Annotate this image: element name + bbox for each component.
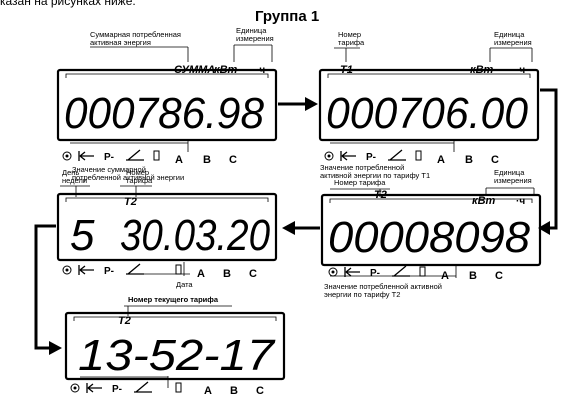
t1-badge: T1 [340,64,353,76]
kw-badge: кВт [214,64,238,76]
unit-annotation: Единица измерения [494,30,532,47]
tariff-annotation: Номер тарифа [126,168,153,185]
display-value: 000786.98 [64,89,264,138]
arrow-connector [36,226,56,348]
svg-text:P-: P- [104,152,114,163]
svg-text:P-: P- [112,384,122,395]
svg-text:B: B [203,154,211,166]
svg-text:A: A [441,270,449,282]
svg-text:P-: P- [366,152,376,163]
date-value: 30.03.20 [120,211,270,260]
kw-badge: кВт [472,195,496,207]
h-badge: ·ч [516,196,525,207]
display-value: 000706.00 [326,89,529,138]
svg-text:A: A [197,268,205,280]
h-badge: ·ч [516,65,525,76]
svg-text:C: C [249,268,257,280]
status-row: P- A B C [63,150,237,166]
status-row: P- A B C [71,382,264,396]
current-tariff-annotation: Номер текущего тарифа [128,295,219,304]
panel-tariff-t1: Номер тарифа Единица измерения T1 кВт ·ч… [320,30,538,180]
svg-text:C: C [229,154,237,166]
svg-text:B: B [223,268,231,280]
svg-text:P-: P- [104,266,114,277]
time-value: 13-52-17 [78,331,276,380]
svg-text:A: A [204,385,212,396]
display-value: 00008098 [328,213,531,262]
status-row: P- A B C [63,264,257,280]
svg-text:C: C [495,270,503,282]
bottom-note: Значение потребленной активной энергии п… [324,282,444,299]
svg-text:B: B [230,385,238,396]
status-row: P- A B C [329,266,503,282]
tariff-annotation: Номер тарифа [334,178,386,187]
sum-badge: СУММА [174,64,215,76]
svg-text:B: B [469,270,477,282]
t2-badge: T2 [118,315,131,327]
svg-text:C: C [256,385,264,396]
arrow-connector [540,90,556,228]
panel-date: День недели Номер тарифа T2 5 30.03.20 P… [58,168,276,289]
panel-time: Номер текущего тарифа T2 13-52-17 P- A B… [66,295,284,396]
svg-text:P-: P- [370,268,380,279]
tariff-annotation: Номер тарифа [338,30,365,47]
panel-total-energy: Суммарная потребленная активная энергия … [58,26,276,182]
unit-annotation: Единица измерения [236,26,274,43]
total-energy-annotation: Суммарная потребленная активная энергия [90,30,183,47]
date-note: Дата [176,280,193,289]
t2-badge: T2 [124,196,137,208]
panel-tariff-t2: Номер тарифа Единица измерения T2 кВт ·ч… [322,168,540,299]
t2-badge: T2 [374,189,387,201]
unit-annotation: Единица измерения [494,168,532,185]
svg-text:A: A [437,154,445,166]
day-value: 5 [70,211,95,260]
h-badge: ·ч [256,65,265,76]
svg-text:B: B [465,154,473,166]
kw-badge: кВт [470,64,494,76]
svg-text:A: A [175,154,183,166]
svg-text:C: C [491,154,499,166]
